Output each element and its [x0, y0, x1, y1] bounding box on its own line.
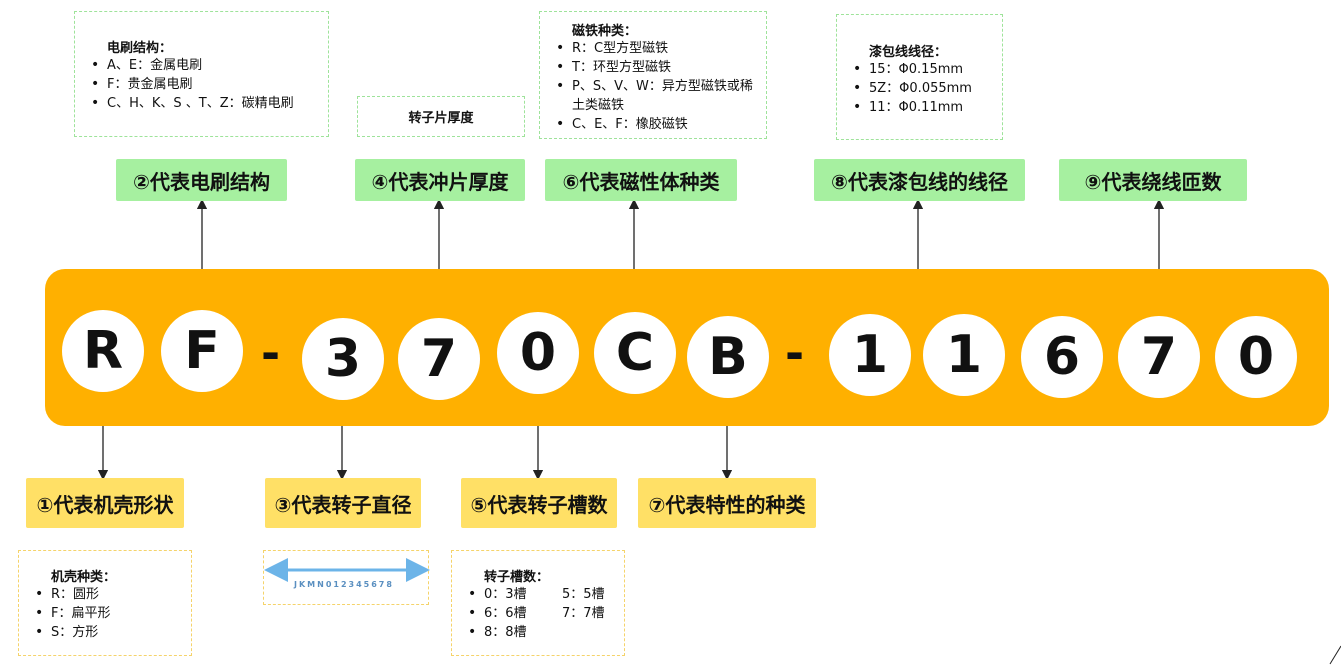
char-wire-1: 1	[829, 314, 911, 396]
list-item: R：C型方型磁铁	[554, 39, 759, 58]
char-slots: 0	[497, 312, 579, 394]
wire-box-title: 漆包线线径：	[869, 45, 948, 60]
char-label: 1	[851, 325, 889, 385]
slots-box-title: 转子槽数：	[484, 570, 550, 585]
tag-wire: ⑧代表漆包线的线径	[814, 159, 1025, 201]
char-magnet: C	[594, 312, 676, 394]
char-turns-3: 0	[1215, 316, 1297, 398]
char-brush: F	[161, 310, 243, 392]
tag-slots: ⑤代表转子槽数	[461, 478, 617, 528]
char-turns-2: 7	[1118, 316, 1200, 398]
list-item: F：扁平形	[33, 604, 191, 623]
thickness-box-title: 转子片厚度	[408, 111, 474, 126]
thickness-info-box: 转子片厚度	[357, 96, 525, 137]
magnet-list: R：C型方型磁铁 T：环型方型磁铁 P、S、V、W：异方型磁铁或稀土类磁铁 C、…	[554, 39, 759, 134]
char-thickness: 7	[398, 318, 480, 400]
ruler-label: JKMN012345678	[293, 580, 394, 589]
tag-diameter: ③代表转子直径	[265, 478, 421, 528]
list-item: 5Z：Φ0.055mm	[851, 79, 1002, 98]
wire-list: 15：Φ0.15mm 5Z：Φ0.055mm 11：Φ0.11mm	[851, 60, 1002, 117]
magnet-box-title: 磁铁种类：	[572, 24, 638, 39]
diameter-ruler: JKMN012345678	[264, 558, 430, 589]
char-characteristic: B	[687, 316, 769, 398]
separator-dash: -	[785, 326, 805, 380]
char-label: 3	[324, 329, 362, 389]
magnet-info-box: 磁铁种类： R：C型方型磁铁 T：环型方型磁铁 P、S、V、W：异方型磁铁或稀土…	[539, 11, 767, 139]
char-label: 7	[1140, 327, 1178, 387]
tag-brush: ②代表电刷结构	[116, 159, 287, 201]
char-label: 0	[1237, 327, 1275, 387]
list-item: C、H、K、S 、T、Z：碳精电刷	[89, 94, 328, 113]
list-item: 7：7槽	[562, 606, 605, 621]
char-label: 7	[420, 329, 458, 389]
char-label: C	[615, 323, 655, 383]
char-wire-2: 1	[923, 314, 1005, 396]
list-item: R：圆形	[33, 585, 191, 604]
tag-magnet: ⑥代表磁性体种类	[545, 159, 737, 201]
housing-info-box: 机壳种类： R：圆形 F：扁平形 S：方形	[18, 550, 192, 656]
slots-grid: 0：3槽 6：6槽 8：8槽 5：5槽 7：7槽	[466, 585, 624, 642]
list-item: C、E、F：橡胶磁铁	[554, 115, 759, 134]
char-label: R	[82, 321, 124, 381]
char-label: F	[184, 321, 220, 381]
tag-turns: ⑨代表绕线匝数	[1059, 159, 1247, 201]
housing-list: R：圆形 F：扁平形 S：方形	[33, 585, 191, 642]
char-label: 1	[945, 325, 983, 385]
char-turns-1: 6	[1021, 316, 1103, 398]
brush-box-title: 电刷结构：	[107, 41, 173, 56]
list-item: 8：8槽	[466, 623, 546, 642]
list-item: 15：Φ0.15mm	[851, 60, 1002, 79]
brush-list: A、E：金属电刷 F：贵金属电刷 C、H、K、S 、T、Z：碳精电刷	[89, 56, 328, 113]
slots-list-left: 0：3槽 6：6槽 8：8槽	[466, 585, 546, 642]
list-item: 6：6槽	[466, 604, 546, 623]
list-item: A、E：金属电刷	[89, 56, 328, 75]
list-item: 5：5槽	[562, 587, 605, 602]
separator-dash: -	[261, 326, 281, 380]
tag-thickness: ④代表冲片厚度	[355, 159, 525, 201]
tag-characteristic: ⑦代表特性的种类	[638, 478, 816, 528]
char-housing: R	[62, 310, 144, 392]
char-label: 6	[1043, 327, 1081, 387]
tag-housing: ①代表机壳形状	[26, 478, 184, 528]
wire-info-box: 漆包线线径： 15：Φ0.15mm 5Z：Φ0.055mm 11：Φ0.11mm	[836, 14, 1003, 140]
list-item: S：方形	[33, 623, 191, 642]
brush-info-box: 电刷结构： A、E：金属电刷 F：贵金属电刷 C、H、K、S 、T、Z：碳精电刷	[74, 11, 329, 137]
slots-info-box: 转子槽数： 0：3槽 6：6槽 8：8槽 5：5槽 7：7槽	[451, 550, 625, 656]
list-item: F：贵金属电刷	[89, 75, 328, 94]
list-item: P、S、V、W：异方型磁铁或稀土类磁铁	[554, 77, 759, 115]
list-item: T：环型方型磁铁	[554, 58, 759, 77]
char-diameter: 3	[302, 318, 384, 400]
slots-list-right: 5：5槽 7：7槽	[562, 585, 605, 623]
list-item: 11：Φ0.11mm	[851, 98, 1002, 117]
char-label: B	[708, 327, 748, 387]
diameter-info-box: JKMN012345678	[263, 550, 430, 605]
list-item: 0：3槽	[466, 585, 546, 604]
housing-box-title: 机壳种类：	[51, 570, 117, 585]
char-label: 0	[519, 323, 557, 383]
